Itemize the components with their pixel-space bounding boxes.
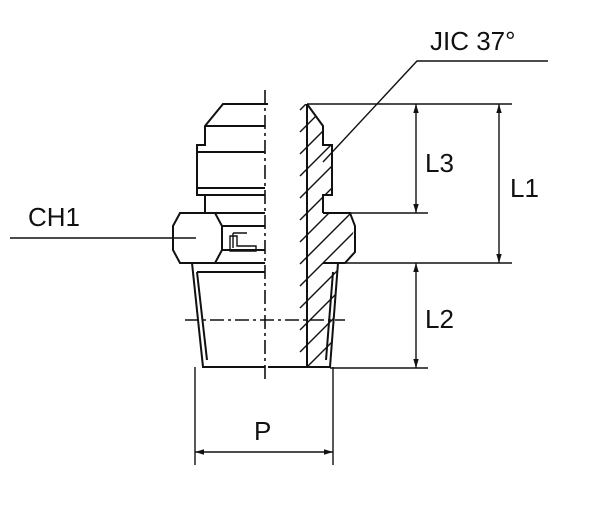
hatch-line [299,105,355,177]
hatch-line [299,171,355,243]
hatch-line [299,127,355,199]
ch1-label: CH1 [28,202,80,232]
section-hatching [299,104,370,440]
l1-label: L1 [510,173,539,203]
l2-label: L2 [425,304,454,334]
jic-leader-line [322,60,548,163]
hatch-line [299,347,355,367]
hatch-line [299,104,355,111]
hatch-line [299,104,355,155]
hatch-line [299,193,355,265]
hatch-line [299,237,355,309]
hatch-line [299,104,355,133]
jic-label: JIC 37° [430,26,516,56]
brand-logo-icon [229,232,257,252]
hatch-line [299,149,355,221]
hatch-line [300,370,370,440]
extension-lines [194,103,512,465]
p-label: P [254,416,271,446]
hatch-line [299,325,355,367]
fitting-outline [172,103,356,368]
l3-label: L3 [425,148,454,178]
hatch-line [299,215,355,287]
